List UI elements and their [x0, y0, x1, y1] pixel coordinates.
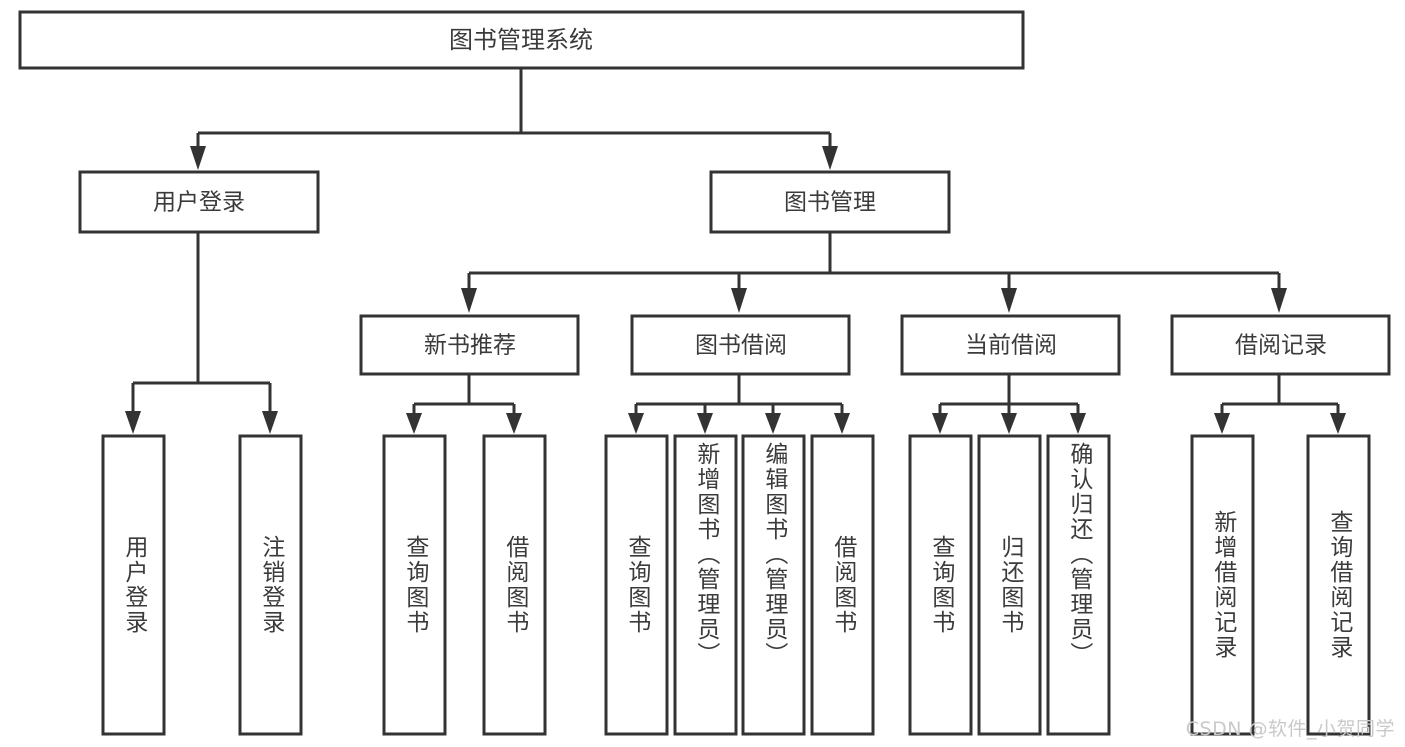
leaf-box-book-borrow-1[interactable] — [604, 434, 669, 736]
arrow-root-to-book-manage — [822, 146, 838, 170]
node-label-book-borrow: 图书借阅 — [695, 333, 787, 359]
arrow-nb-leaf-1 — [406, 413, 422, 434]
connector-group-root — [190, 68, 838, 170]
leaf-box-current-borrow-1[interactable] — [908, 434, 973, 736]
node-box-current-borrow[interactable] — [900, 314, 1121, 376]
connector-group-book-borrow — [628, 374, 850, 434]
leaf-box-current-borrow-2[interactable] — [977, 434, 1042, 736]
leaf-box-book-borrow-4[interactable] — [810, 434, 875, 736]
node-label-user-login: 用户登录 — [153, 190, 245, 216]
arrow-nb-leaf-2 — [506, 413, 522, 434]
connector-group-new-book — [406, 374, 522, 434]
node-box-new-book-recommend[interactable] — [359, 314, 580, 376]
arrow-bm-to-borrow-record — [1271, 288, 1287, 313]
arrow-cb-leaf-3 — [1070, 413, 1086, 434]
node-label-root: 图书管理系统 — [449, 26, 593, 54]
connector-group-current-borrow — [932, 374, 1086, 434]
node-label-current-borrow: 当前借阅 — [965, 333, 1057, 359]
leaf-box-new-book-2[interactable] — [482, 434, 547, 736]
arrow-bb-leaf-1 — [628, 413, 644, 434]
arrow-bm-to-current-borrow — [1001, 288, 1017, 313]
leaf-box-book-borrow-2[interactable] — [673, 434, 738, 736]
arrow-ul-leaf-1 — [125, 411, 141, 434]
connector-group-user-login — [125, 232, 278, 434]
arrow-bb-leaf-4 — [834, 413, 850, 434]
node-label-book-manage: 图书管理 — [784, 190, 876, 216]
arrow-bm-to-book-borrow — [731, 288, 747, 313]
leaf-box-book-borrow-3[interactable] — [741, 434, 806, 736]
arrow-bm-to-new-book — [461, 288, 477, 313]
node-box-book-manage[interactable] — [709, 170, 951, 234]
arrow-br-leaf-2 — [1330, 413, 1346, 434]
arrow-br-leaf-1 — [1214, 413, 1230, 434]
node-box-borrow-record[interactable] — [1170, 314, 1391, 376]
node-label-new-book-recommend: 新书推荐 — [424, 333, 516, 359]
leaf-box-new-book-1[interactable] — [382, 434, 447, 736]
arrow-bb-leaf-2 — [697, 413, 713, 434]
arrow-ul-leaf-2 — [262, 411, 278, 434]
leaf-box-user-login-1[interactable] — [101, 434, 166, 736]
leaf-box-borrow-record-1[interactable] — [1190, 434, 1255, 736]
connector-group-borrow-record — [1214, 374, 1346, 434]
arrow-cb-leaf-2 — [1001, 413, 1017, 434]
arrow-bb-leaf-3 — [765, 413, 781, 434]
arrow-cb-leaf-1 — [932, 413, 948, 434]
leaf-box-user-login-2[interactable] — [238, 434, 303, 736]
arrow-root-to-user-login — [190, 146, 206, 170]
connector-group-book-manage — [461, 232, 1287, 313]
node-box-user-login[interactable] — [78, 170, 320, 234]
node-box-book-borrow[interactable] — [630, 314, 851, 376]
node-label-borrow-record: 借阅记录 — [1235, 333, 1327, 359]
csdn-watermark: CSDN @软件_小贺同学 — [1185, 718, 1395, 740]
leaf-box-current-borrow-3[interactable] — [1046, 434, 1111, 736]
node-box-root[interactable] — [18, 10, 1025, 70]
leaf-box-borrow-record-2[interactable] — [1306, 434, 1371, 736]
